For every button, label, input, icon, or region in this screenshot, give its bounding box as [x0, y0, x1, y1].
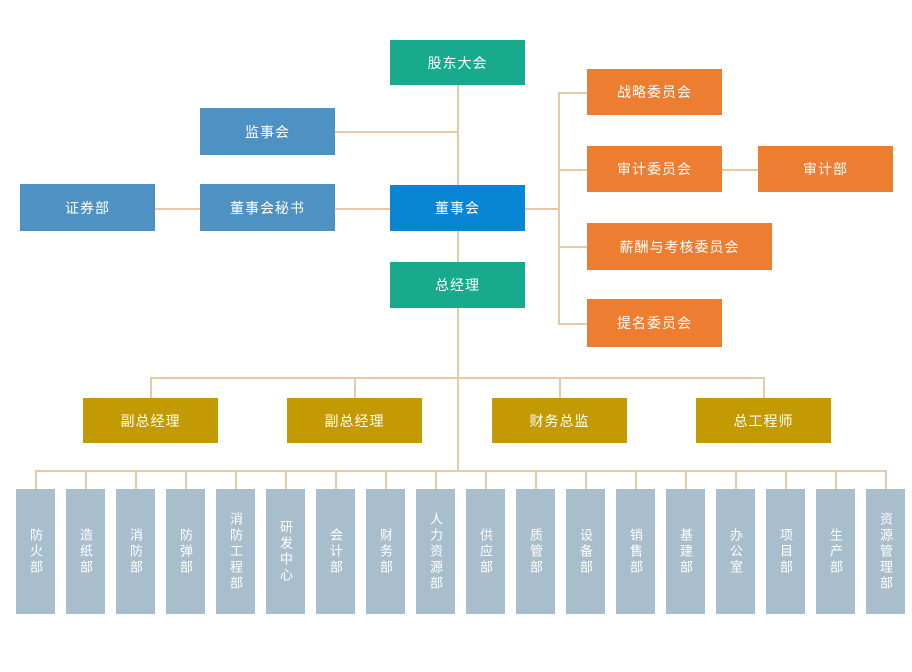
node-compensation-committee: 薪酬与考核委员会	[587, 223, 772, 270]
connector-line	[135, 470, 137, 489]
dept-box: 供应部	[466, 489, 505, 614]
connector-line	[835, 470, 837, 489]
connector-line	[385, 470, 387, 489]
connector-line	[155, 208, 200, 210]
connector-line	[585, 470, 587, 489]
node-finance-director: 财务总监	[492, 398, 627, 443]
connector-line	[35, 470, 37, 489]
dept-box: 防火部	[16, 489, 55, 614]
dept-box: 项目部	[766, 489, 805, 614]
connector-line	[335, 131, 458, 133]
node-chief-engineer: 总工程师	[696, 398, 831, 443]
connector-line	[685, 470, 687, 489]
connector-line	[354, 377, 356, 398]
connector-line	[335, 470, 337, 489]
node-audit-committee: 审计委员会	[587, 146, 722, 192]
connector-line	[722, 169, 758, 171]
dept-box: 消防部	[116, 489, 155, 614]
dept-box: 设备部	[566, 489, 605, 614]
node-deputy-gm-1: 副总经理	[83, 398, 218, 443]
dept-box: 财务部	[366, 489, 405, 614]
connector-line	[558, 169, 587, 171]
connector-line	[457, 308, 459, 470]
connector-line	[735, 470, 737, 489]
node-deputy-gm-2: 副总经理	[287, 398, 422, 443]
connector-line	[150, 377, 152, 398]
connector-line	[35, 470, 886, 472]
connector-line	[485, 470, 487, 489]
connector-line	[558, 92, 560, 323]
node-board-secretary: 董事会秘书	[200, 184, 335, 231]
dept-box: 研发中心	[266, 489, 305, 614]
dept-box: 基建部	[666, 489, 705, 614]
dept-box: 防弹部	[166, 489, 205, 614]
connector-line	[457, 231, 459, 262]
connector-line	[85, 470, 87, 489]
dept-box: 生产部	[816, 489, 855, 614]
dept-box: 资源管理部	[866, 489, 905, 614]
dept-box: 造纸部	[66, 489, 105, 614]
connector-line	[285, 470, 287, 489]
node-general-manager: 总经理	[390, 262, 525, 308]
connector-line	[558, 323, 587, 325]
connector-line	[235, 470, 237, 489]
node-securities-dept: 证券部	[20, 184, 155, 231]
connector-line	[785, 470, 787, 489]
connector-line	[535, 470, 537, 489]
connector-line	[885, 470, 887, 489]
connector-line	[559, 377, 561, 398]
dept-box: 办公室	[716, 489, 755, 614]
node-nomination-committee: 提名委员会	[587, 299, 722, 347]
dept-box: 会计部	[316, 489, 355, 614]
connector-line	[185, 470, 187, 489]
node-strategy-committee: 战略委员会	[587, 69, 722, 115]
connector-line	[558, 246, 587, 248]
connector-line	[435, 470, 437, 489]
node-audit-dept: 审计部	[758, 146, 893, 192]
dept-box: 销售部	[616, 489, 655, 614]
connector-line	[635, 470, 637, 489]
connector-line	[525, 208, 558, 210]
connector-line	[558, 92, 587, 94]
dept-box: 消防工程部	[216, 489, 255, 614]
node-supervisory-board: 监事会	[200, 108, 335, 155]
dept-box: 人力资源部	[416, 489, 455, 614]
dept-box: 质管部	[516, 489, 555, 614]
connector-line	[763, 377, 765, 398]
connector-line	[150, 377, 764, 379]
node-shareholders-meeting: 股东大会	[390, 40, 525, 85]
node-board-of-directors: 董事会	[390, 185, 525, 231]
connector-line	[457, 85, 459, 185]
connector-line	[335, 208, 390, 210]
